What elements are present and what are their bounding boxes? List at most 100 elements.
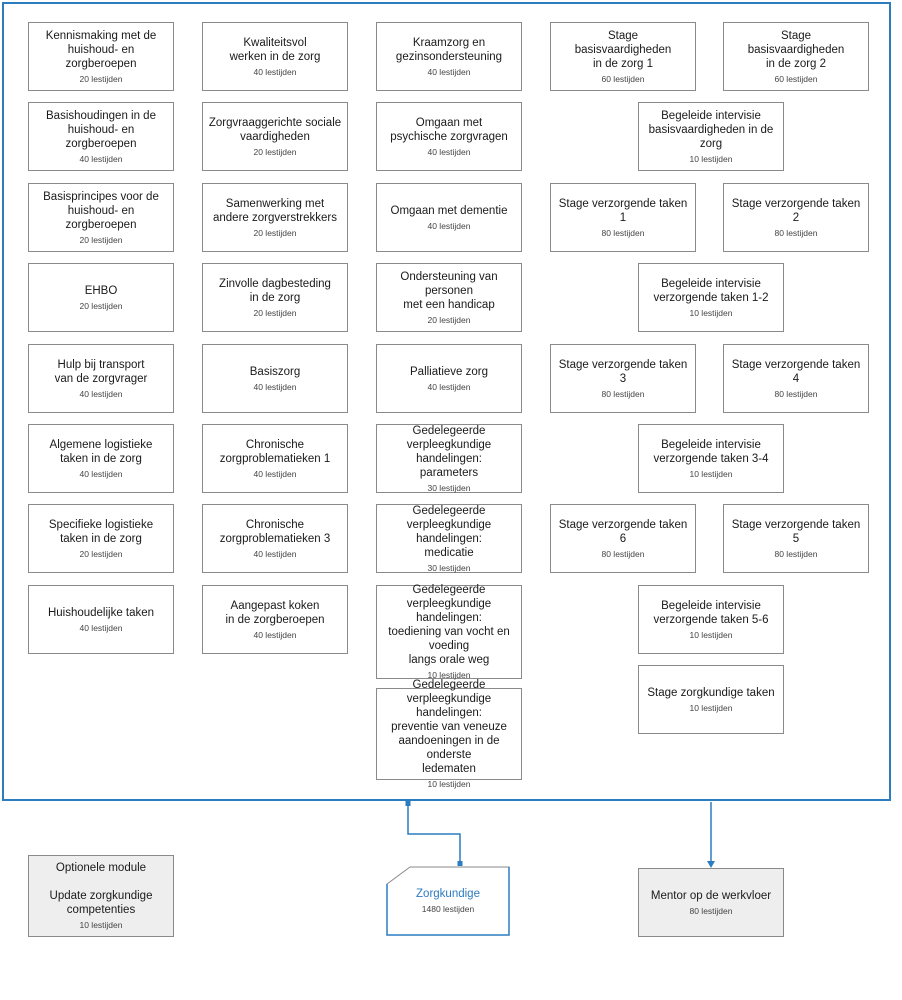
module-hours: 20 lestijden (79, 234, 123, 245)
module-hours: 80 lestijden (601, 548, 645, 559)
module-box: Begeleide intervisie basisvaardigheden i… (638, 102, 784, 171)
module-title: Stage verzorgende taken 2 (731, 197, 861, 224)
module-box: Kraamzorg en gezinsondersteuning 40 lesti… (376, 22, 522, 91)
module-title: Basishoudingen in de huishoud- en zorgbe… (46, 109, 156, 150)
module-hours: 60 lestijden (601, 73, 645, 84)
mentor-box: Mentor op de werkvloer 80 lestijden (638, 868, 784, 937)
module-hours: 10 lestijden (689, 702, 733, 713)
module-title: Gedelegeerde verpleegkundige handelingen… (406, 424, 492, 479)
optional-module-label: Optionele module (55, 862, 147, 874)
module-box: Begeleide intervisie verzorgende taken 5… (638, 585, 784, 654)
module-title: Gedelegeerde verpleegkundige handelingen… (406, 504, 492, 559)
module-hours: 40 lestijden (427, 220, 471, 231)
module-hours: 20 lestijden (253, 307, 297, 318)
target-box-accent (386, 867, 510, 936)
module-box: Begeleide intervisie verzorgende taken 1… (638, 263, 784, 332)
module-title: EHBO (84, 284, 118, 297)
module-title: Chronische zorgproblematieken 3 (219, 518, 331, 545)
module-box: Basiszorg 40 lestijden (202, 344, 348, 413)
module-title: Specifieke logistieke taken in de zorg (48, 518, 154, 545)
module-title: Zorgvraaggerichte sociale vaardigheden (208, 116, 342, 143)
module-box: Gedelegeerde verpleegkundige handelingen… (376, 424, 522, 493)
module-hours: 80 lestijden (774, 227, 818, 238)
module-hours: 80 lestijden (601, 227, 645, 238)
module-hours: 10 lestijden (689, 629, 733, 640)
module-hours: 40 lestijden (427, 146, 471, 157)
module-hours: 20 lestijden (253, 227, 297, 238)
optional-module-box: Optionele module Update zorgkundige comp… (28, 855, 174, 937)
module-hours: 40 lestijden (79, 468, 123, 479)
module-hours: 40 lestijden (427, 66, 471, 77)
module-hours: 30 lestijden (427, 562, 471, 573)
module-title: Omgaan met dementie (390, 204, 508, 217)
module-hours: 10 lestijden (689, 468, 733, 479)
module-box: Omgaan met dementie 40 lestijden (376, 183, 522, 252)
module-box: Algemene logistieke taken in de zorg 40 l… (28, 424, 174, 493)
module-hours: 20 lestijden (79, 300, 123, 311)
module-title: Samenwerking met andere zorgverstrekkers (213, 197, 337, 224)
module-hours: 40 lestijden (79, 153, 123, 164)
module-hours: 10 lestijden (689, 307, 733, 318)
arrow-head-icon (707, 861, 715, 868)
module-title: Kennismaking met de huishoud- en zorgber… (45, 29, 157, 70)
module-title: Begeleide intervisie verzorgende taken 5… (653, 599, 769, 626)
module-box: Gedelegeerde verpleegkundige handelingen… (376, 679, 522, 789)
module-title: Stage zorgkundige taken (647, 686, 775, 699)
module-title: Stage basisvaardigheden in de zorg 2 (747, 29, 845, 70)
module-title: Stage basisvaardigheden in de zorg 1 (574, 29, 672, 70)
module-title: Stage verzorgende taken 1 (558, 197, 688, 224)
module-box: Basisprincipes voor de huishoud- en zorg… (28, 183, 174, 252)
module-hours: 20 lestijden (79, 73, 123, 84)
module-title: Algemene logistieke taken in de zorg (49, 438, 153, 465)
target-title: Zorgkundige (416, 888, 480, 900)
target-qualification-box: Zorgkundige 1480 lestijden (388, 868, 508, 934)
connector-to-target (407, 806, 461, 863)
module-title: Ondersteuning van personen met een handi… (400, 270, 498, 311)
module-box: Begeleide intervisie verzorgende taken 3… (638, 424, 784, 493)
module-hours: 80 lestijden (601, 388, 645, 399)
module-title: Gedelegeerde verpleegkundige handelingen… (388, 584, 510, 666)
module-title: Begeleide intervisie verzorgende taken 3… (653, 438, 769, 465)
module-hours: 40 lestijden (427, 381, 471, 392)
module-box: Kennismaking met de huishoud- en zorgber… (28, 22, 174, 91)
module-box: Stage basisvaardigheden in de zorg 1 60 l… (550, 22, 696, 91)
module-hours: 10 lestijden (427, 779, 471, 789)
module-hours: 30 lestijden (427, 482, 471, 493)
module-title: Stage verzorgende taken 6 (558, 518, 688, 545)
module-title: Kwaliteitsvol werken in de zorg (229, 36, 321, 63)
module-title: Kraamzorg en gezinsondersteuning (395, 36, 503, 63)
module-title: Gedelegeerde verpleegkundige handelingen… (391, 679, 507, 775)
module-box: EHBO 20 lestijden (28, 263, 174, 332)
module-title: Omgaan met psychische zorgvragen (390, 116, 508, 143)
curriculum-frame (2, 2, 891, 801)
mentor-hours: 80 lestijden (689, 905, 733, 916)
module-box: Kwaliteitsvol werken in de zorg 40 lestij… (202, 22, 348, 91)
module-box: Stage verzorgende taken 2 80 lestijden (723, 183, 869, 252)
module-box: Stage zorgkundige taken 10 lestijden (638, 665, 784, 734)
module-title: Basisprincipes voor de huishoud- en zorg… (43, 190, 159, 231)
module-hours: 80 lestijden (774, 388, 818, 399)
target-hours: 1480 lestijden (421, 904, 475, 914)
module-title: Basiszorg (249, 365, 301, 378)
module-box: Samenwerking met andere zorgverstrekkers… (202, 183, 348, 252)
connector-end-square (457, 861, 463, 866)
module-title: Palliatieve zorg (410, 365, 488, 378)
module-hours: 40 lestijden (253, 381, 297, 392)
module-title: Begeleide intervisie basisvaardigheden i… (648, 109, 774, 150)
optional-module-title: Update zorgkundige competenties (49, 890, 153, 916)
module-hours: 40 lestijden (253, 66, 297, 77)
module-hours: 10 lestijden (427, 670, 471, 680)
module-title: Begeleide intervisie verzorgende taken 1… (653, 277, 769, 304)
mentor-title: Mentor op de werkvloer (650, 889, 772, 902)
module-hours: 40 lestijden (253, 629, 297, 640)
